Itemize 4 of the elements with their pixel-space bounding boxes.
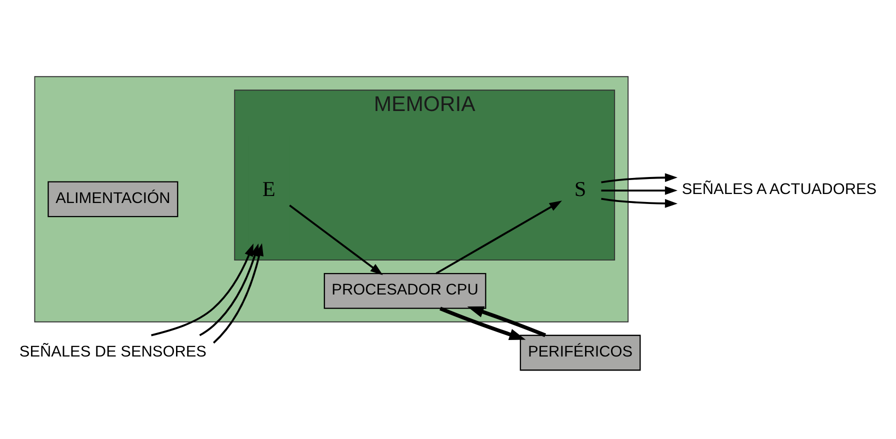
node-text: E [262, 176, 276, 201]
node-text: SEÑALES DE SENSORES [19, 343, 206, 360]
node-text: SEÑALES A ACTUADORES [682, 181, 877, 198]
node-text: S [574, 176, 586, 201]
